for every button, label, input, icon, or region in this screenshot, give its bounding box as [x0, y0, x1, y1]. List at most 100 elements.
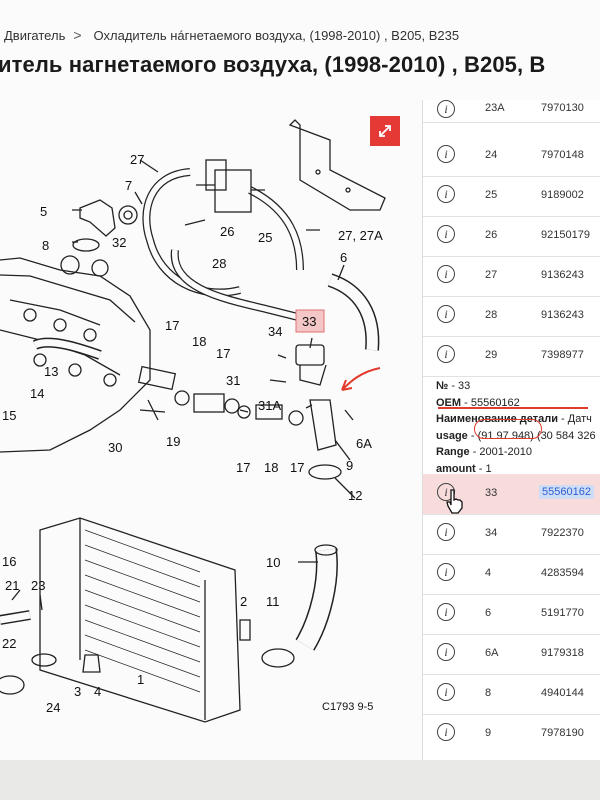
parts-panel: i 23A 7970130 i 24 7970148 i 25 9189002 …: [422, 100, 600, 760]
page-title: итель нагнетаемого воздуха, (1998-2010) …: [0, 52, 546, 77]
diagram-label: 10: [266, 555, 280, 570]
detail-range: Range - 2001-2010: [436, 446, 533, 458]
part-oem: 9179318: [541, 647, 584, 659]
part-number: 23A: [485, 102, 505, 114]
info-icon[interactable]: i: [437, 563, 455, 581]
diagram-label: 4: [94, 684, 101, 699]
table-row[interactable]: i 23A 7970130: [423, 100, 600, 123]
info-icon[interactable]: i: [437, 100, 455, 118]
part-oem: 9189002: [541, 189, 584, 201]
part-oem: 92150179: [541, 229, 590, 241]
info-icon[interactable]: i: [437, 643, 455, 661]
part-number: 28: [485, 309, 498, 321]
part-oem: 7970148: [541, 149, 584, 161]
table-row[interactable]: i 34 7922370: [423, 514, 600, 555]
part-number: 6A: [485, 647, 499, 659]
diagram-label: 16: [2, 554, 16, 569]
annotation-underline: [438, 407, 588, 409]
part-oem: 7922370: [541, 527, 584, 539]
table-row[interactable]: i 26 92150179: [423, 216, 600, 257]
diagram-label: 17: [236, 460, 250, 475]
part-oem: 4940144: [541, 687, 584, 699]
part-oem: 55560162: [539, 485, 594, 499]
diagram-label: 7: [125, 178, 132, 193]
diagram-label: 12: [348, 488, 362, 503]
part-oem: 4283594: [541, 567, 584, 579]
diagram-label: 27: [130, 152, 144, 167]
table-row[interactable]: i 8 4940144: [423, 674, 600, 715]
chevron-right-icon: >: [73, 27, 82, 43]
diagram-label: 17: [290, 460, 304, 475]
diagram-label: 9: [346, 458, 353, 473]
table-row[interactable]: i 6 5191770: [423, 594, 600, 635]
diagram-label: 15: [2, 408, 16, 423]
part-number: 8: [485, 687, 492, 699]
table-row[interactable]: i 29 7398977: [423, 336, 600, 377]
info-icon[interactable]: i: [437, 305, 455, 323]
diagram-label: 31A: [258, 398, 281, 413]
diagram-label: 30: [108, 440, 122, 455]
diagram-label: 18: [192, 334, 206, 349]
info-icon[interactable]: i: [437, 723, 455, 741]
table-row[interactable]: i 6A 9179318: [423, 634, 600, 675]
diagram-code: C1793 9-5: [322, 701, 373, 713]
part-number: 24: [485, 149, 498, 161]
diagram-label: 31: [226, 373, 240, 388]
hand-pointer-icon: [446, 489, 463, 514]
expand-diagram-button[interactable]: [370, 116, 400, 146]
detail-amount: amount - 1: [436, 462, 492, 475]
expand-icon: [379, 125, 391, 137]
breadcrumb-item-current: Охладитель нáгнетаемого воздуха, (1998-2…: [93, 27, 460, 43]
part-oem: 7978190: [541, 727, 584, 739]
diagram-label: 3: [74, 684, 81, 699]
info-icon[interactable]: i: [437, 683, 455, 701]
diagram-label: 34: [268, 324, 282, 339]
diagram-label: 19: [166, 434, 180, 449]
part-oem: 7398977: [541, 349, 584, 361]
info-icon[interactable]: i: [437, 185, 455, 203]
table-row[interactable]: i 28 9136243: [423, 296, 600, 337]
part-number: 27: [485, 269, 498, 281]
part-oem: 5191770: [541, 607, 584, 619]
diagram-label: 22: [2, 636, 16, 651]
diagram-label: 17: [165, 318, 179, 333]
diagram-label: 14: [30, 386, 44, 401]
part-number: 6: [485, 607, 492, 619]
part-number: 9: [485, 727, 492, 739]
table-row[interactable]: i 9 7978190: [423, 714, 600, 754]
diagram-label: 6A: [356, 436, 372, 451]
info-icon[interactable]: i: [437, 225, 455, 243]
diagram-label: 27, 27A: [338, 228, 383, 243]
diagram-label: 28: [212, 256, 226, 271]
breadcrumb: Двигатель > Охладитель нáгнетаемого возд…: [0, 22, 459, 48]
diagram-label: 13: [44, 364, 58, 379]
diagram-label: 25: [258, 230, 272, 245]
diagram-label: 23: [31, 578, 45, 593]
diagram-label: 2: [240, 594, 247, 609]
info-icon[interactable]: i: [437, 603, 455, 621]
info-icon[interactable]: i: [437, 265, 455, 283]
table-row[interactable]: i 25 9189002: [423, 176, 600, 217]
table-row[interactable]: i 27 9136243: [423, 256, 600, 297]
diagram-label: 32: [112, 235, 126, 250]
diagram-label: 26: [220, 224, 234, 239]
parts-diagram: 27 7 5 26 25 8 32 27, 27A 28 6 33 17 18 …: [0, 119, 386, 723]
detail-number: № - 33: [436, 380, 471, 392]
part-number: 34: [485, 527, 498, 539]
diagram-label: 11: [266, 594, 280, 609]
info-icon[interactable]: i: [437, 523, 455, 541]
info-icon[interactable]: i: [437, 145, 455, 163]
diagram-label: 33: [302, 314, 316, 329]
table-row[interactable]: i 24 7970148: [423, 136, 600, 177]
part-number: 4: [485, 567, 492, 579]
diagram-label: 6: [340, 250, 347, 265]
part-number: 29: [485, 349, 498, 361]
part-oem: 9136243: [541, 309, 584, 321]
part-number: 33: [485, 487, 498, 499]
table-row[interactable]: i 4 4283594: [423, 554, 600, 595]
breadcrumb-item-engine[interactable]: Двигатель: [4, 27, 66, 43]
annotation-circle: [474, 419, 542, 439]
info-icon[interactable]: i: [437, 345, 455, 363]
diagram-label: 5: [40, 204, 47, 219]
part-number: 25: [485, 189, 498, 201]
